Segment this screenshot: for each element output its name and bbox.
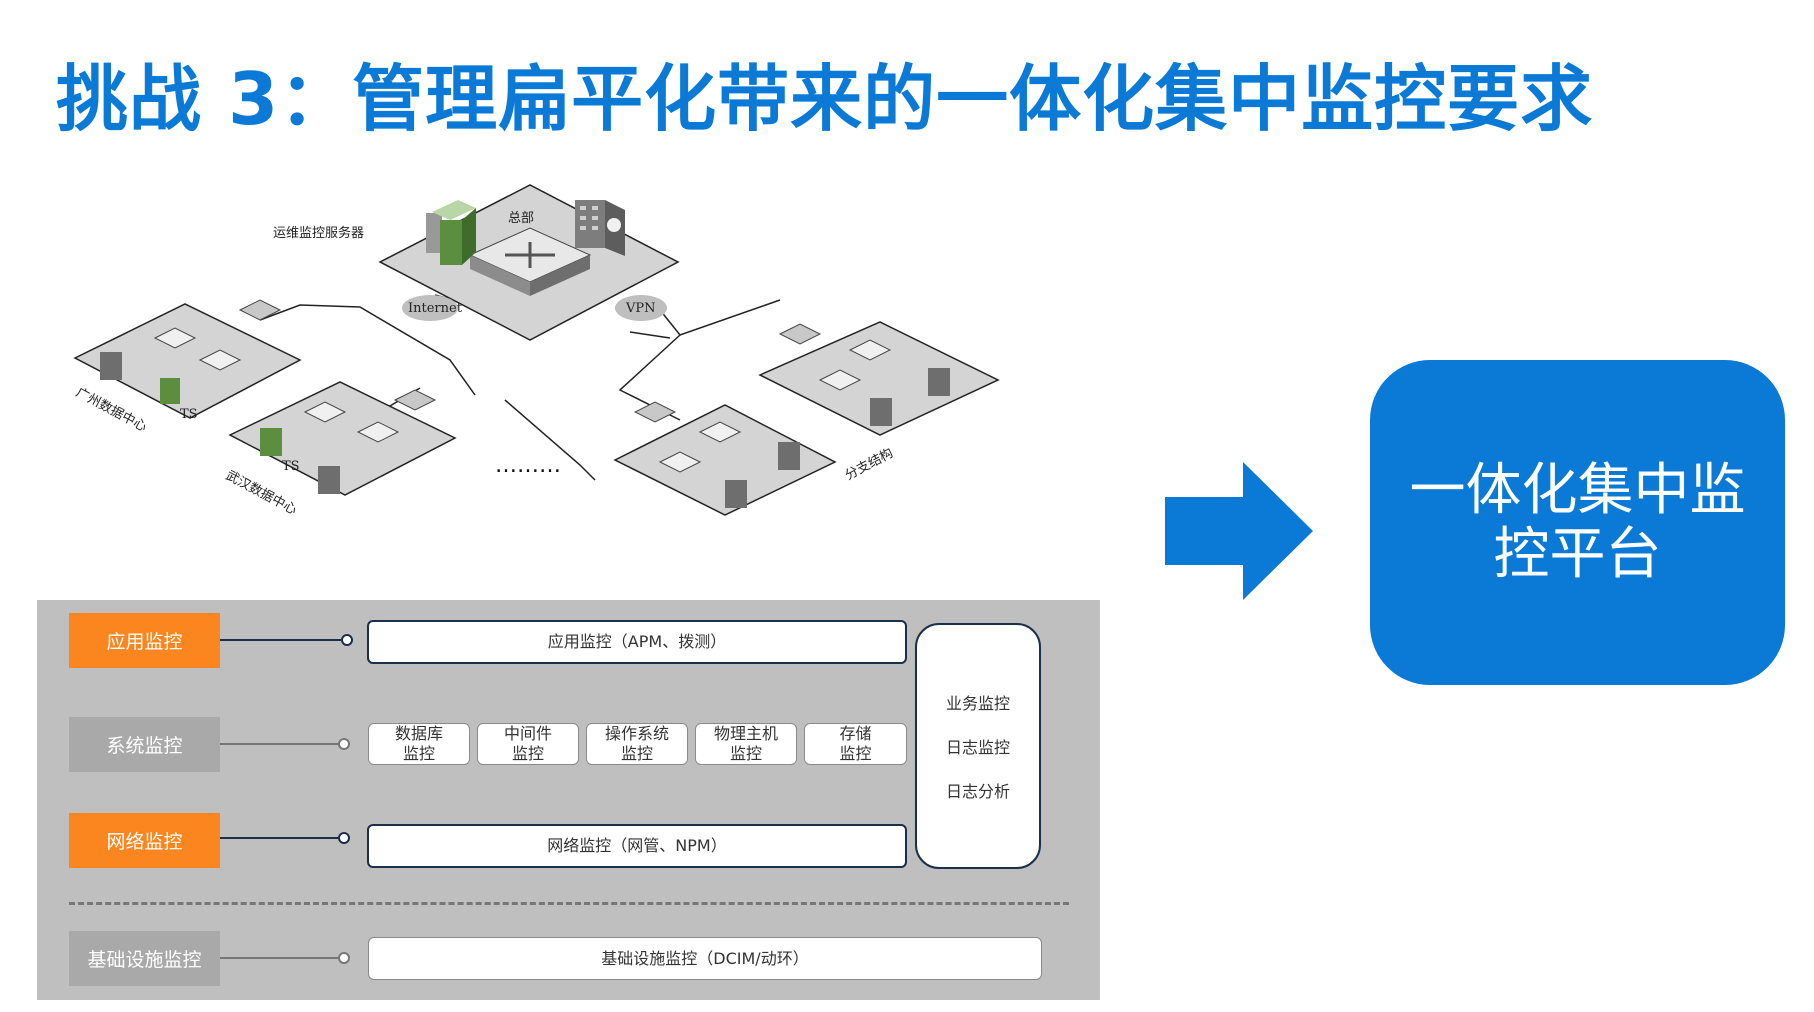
system-box-os: 操作系统监控: [586, 723, 688, 765]
category-infra-monitoring: 基础设施监控: [69, 931, 220, 986]
router-icon: [238, 299, 822, 423]
platform-line2: 控平台: [1493, 521, 1662, 587]
headquarters-zone: 总部 运维监控服务器: [273, 184, 680, 341]
system-box-middleware: 中间件监控: [477, 723, 579, 765]
system-box-storage: 存储监控: [804, 723, 907, 765]
guangzhou-dc-label: 广州数据中心: [73, 385, 149, 435]
integrated-monitoring-platform: 一体化集中监 控平台: [1370, 360, 1785, 685]
side-item-log-analysis: 日志分析: [945, 782, 1010, 801]
ops-server-icon: [426, 200, 476, 265]
layer-divider: [69, 902, 1069, 905]
branch-label: 分支结构: [843, 446, 896, 484]
ops-server-label: 运维监控服务器: [273, 225, 364, 241]
category-app-monitoring: 应用监控: [69, 613, 220, 668]
branch-zone: 分支结构: [613, 321, 1000, 516]
wuhan-dc-label: 武汉数据中心: [223, 468, 299, 518]
connector-lines: [220, 634, 353, 964]
core-switch-icon: [468, 227, 592, 296]
platform-line1: 一体化集中监: [1409, 457, 1746, 523]
guangzhou-dc-zone: TS 广州数据中心: [73, 303, 302, 435]
category-network-monitoring: 网络监控: [69, 813, 220, 868]
svg-text:TS: TS: [180, 407, 198, 422]
building-icon: [575, 200, 625, 256]
infra-monitoring-box: 基础设施监控（DCIM/动环）: [368, 937, 1042, 980]
headquarters-label: 总部: [508, 211, 534, 226]
right-arrow-icon: [1165, 462, 1313, 600]
side-item-business: 业务监控: [945, 694, 1010, 713]
vpn-cloud-icon: VPN: [615, 295, 667, 321]
internet-cloud-icon: Internet: [402, 295, 463, 321]
svg-text:TS: TS: [282, 459, 300, 474]
system-box-physical-host: 物理主机监控: [695, 723, 797, 765]
network-monitoring-box: 网络监控（网管、NPM）: [367, 824, 907, 868]
side-item-log-monitoring: 日志监控: [945, 738, 1010, 757]
business-log-monitoring-box: 业务监控 日志监控 日志分析: [915, 623, 1041, 869]
monitoring-layers-panel: 应用监控 系统监控 网络监控 基础设施监控 应用监控（APM、拨测） 数据库监控…: [37, 600, 1100, 1000]
system-box-database: 数据库监控: [368, 723, 470, 765]
category-system-monitoring: 系统监控: [69, 717, 220, 772]
page-title: 挑战 3：管理扁平化带来的一体化集中监控要求: [56, 57, 1594, 141]
svg-text:VPN: VPN: [625, 301, 656, 316]
svg-text:Internet: Internet: [408, 301, 463, 316]
network-topology-diagram: 总部 运维监控服务器 Inte: [73, 184, 1000, 518]
more-sites-ellipsis: ………: [495, 453, 561, 478]
app-monitoring-box: 应用监控（APM、拨测）: [367, 620, 907, 664]
